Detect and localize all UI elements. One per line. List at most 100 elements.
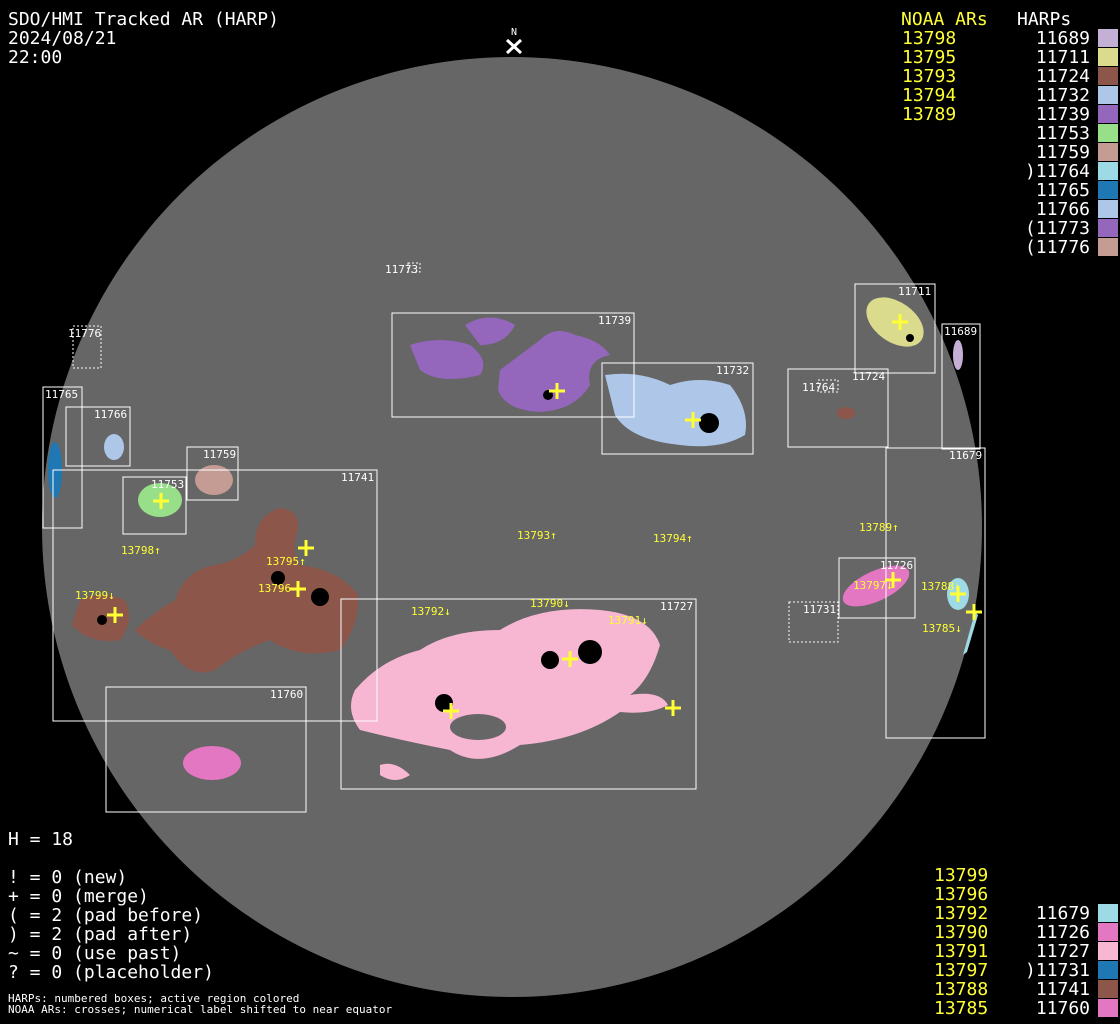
harp-box-11759[interactable] [186,446,239,501]
noaa-label: 13790↓ [530,597,570,610]
harp-box-11711[interactable] [854,283,936,374]
harp-box-11776[interactable] [72,325,102,369]
harp-label: 11759 [203,448,236,461]
harp-legend-label: 11732 [1035,85,1090,106]
harp-color-swatch [1098,904,1118,922]
harp-legend-item: )11731 [1008,960,1118,981]
harp-legend-item: 11724 [1008,66,1118,87]
harp-box-11773[interactable] [407,262,421,273]
harp-legend-item: )11764 [1008,161,1118,182]
harp-color-swatch [1098,923,1118,941]
north-marker-icon [505,38,523,55]
harp-box-11727[interactable] [340,598,697,790]
noaa-item: 13799 [934,865,989,886]
harp-box-11726[interactable] [838,557,916,619]
noaa-label: 13799↓ [75,589,115,602]
noaa-label: 13788↓ [921,580,961,593]
footnote-noaa: NOAA ARs: crosses; numerical label shift… [8,1003,393,1016]
noaa-label: 13794↑ [653,532,693,545]
north-label: N [511,27,517,38]
harp-box-11689[interactable] [941,323,981,450]
harp-legend-label: 11765 [1035,180,1090,201]
harp-legend-item: 11765 [1008,180,1118,201]
region-11741 [72,508,359,673]
stat-new: ! = 0 (new) [8,867,128,888]
harp-legend-label: 11726 [1035,922,1090,943]
harp-label: 11760 [270,688,303,701]
noaa-item: 13797 [934,960,989,981]
harp-box-11732[interactable] [601,362,754,455]
noaa-header: NOAA ARs [901,9,988,30]
noaa-list-bottom: 13799 13796 13792 13790 13791 13797 1378… [934,866,988,1018]
harp-legend-label: 11724 [1035,66,1090,87]
harp-color-swatch [1098,219,1118,237]
harp-box-11741[interactable] [52,469,378,722]
noaa-item: 13796 [934,884,989,905]
harp-boxes [42,262,986,813]
harp-color-swatch [1098,181,1118,199]
harp-legend-item: 11759 [1008,143,1118,162]
harp-box-11765[interactable] [42,386,83,529]
harp-legend-label: 11679 [1035,903,1090,924]
region-11766 [104,434,124,460]
noaa-label: 13789↑ [859,521,899,534]
harps-header: HARPs [1017,9,1072,30]
harp-label: 11773 [385,263,418,276]
noaa-labels: 13798↑ 13795↑ 13796 13799↓ 13793↑ 13794↑… [75,521,962,635]
harp-legend-item: 11732 [1008,85,1118,106]
region-11724 [837,407,855,419]
harp-legend-item: 11711 [1008,48,1118,67]
region-11679-limb [963,612,978,655]
noaa-item: 13798 [902,28,957,49]
harp-box-11739[interactable] [391,312,635,418]
harp-label: 11731 [803,603,836,616]
harp-legend-item: (11776 [1008,237,1118,258]
harp-color-swatch [1098,124,1118,142]
harp-box-11731[interactable] [788,601,839,643]
harp-color-swatch [1098,961,1118,979]
harp-legend-item: 11739 [1008,104,1118,125]
harp-box-11724[interactable] [787,368,889,448]
harp-color-swatch [1098,86,1118,104]
harp-color-swatch [1098,48,1118,66]
date: 2024/08/21 [8,28,117,49]
harp-label: 11711 [898,285,931,298]
harp-legend-item: 11766 [1008,199,1118,220]
harp-legend-label: )11731 [1024,960,1090,981]
harp-label: 11726 [880,559,913,572]
noaa-item: 13791 [934,941,989,962]
harp-legend-label: 11766 [1035,199,1090,220]
harp-color-swatch [1098,980,1118,998]
time: 22:00 [8,47,63,68]
harp-box-11760[interactable] [105,686,307,813]
noaa-item: 13794 [902,85,957,106]
harp-legend-label: 11760 [1035,998,1090,1019]
harp-color-swatch [1098,67,1118,85]
harp-label: 11765 [45,388,78,401]
harp-box-11753[interactable] [122,476,187,535]
stat-placeholder: ? = 0 (placeholder) [8,962,214,983]
noaa-label: 13795↑ [266,555,306,568]
harp-box-11679[interactable] [885,447,986,739]
stats-list: ! = 0 (new) + = 0 (merge) ( = 2 (pad bef… [8,868,214,982]
harp-legend-label: 11739 [1035,104,1090,125]
harp-color-swatch [1098,942,1118,960]
harp-legend-label: 11727 [1035,941,1090,962]
harp-box-11764[interactable] [817,379,839,393]
sunspots [97,334,914,712]
stat-use-past: ~ = 0 (use past) [8,943,182,964]
harp-legend-item: (11773 [1008,219,1118,238]
harp-legend-item: 11741 [1008,980,1118,999]
harp-legend-item: 11727 [1008,941,1118,962]
harp-legend-label: (11776 [1024,237,1090,258]
harp-color-swatch [1098,143,1118,161]
harp-box-11766[interactable] [65,406,131,467]
noaa-item: 13795 [902,47,957,68]
harp-legend-label: )11764 [1024,161,1090,182]
harp-label: 11727 [660,600,693,613]
noaa-label: 13797↓ [853,579,893,592]
harp-color-swatch [1098,105,1118,123]
noaa-crosses [107,314,982,719]
footnote-harps: HARPs: numbered boxes; active region col… [8,992,300,1005]
